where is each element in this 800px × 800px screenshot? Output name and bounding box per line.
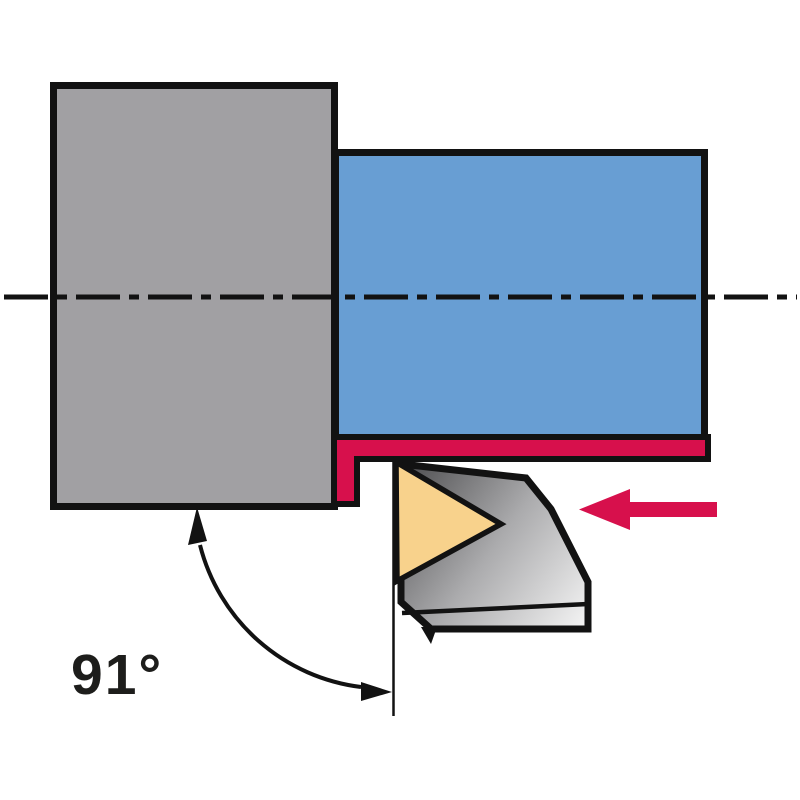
angle-label: 91°: [71, 643, 163, 707]
angle-arc: [198, 544, 362, 689]
holder-seam-line: [401, 601, 589, 616]
angle-arc-arrowhead-up-icon: [188, 507, 207, 545]
machined-layer: [331, 434, 711, 507]
angle-arc-arrowhead-right-icon: [361, 682, 392, 701]
cutting-insert: [393, 457, 507, 586]
feed-direction-arrow-icon: [579, 489, 717, 530]
tool-holder-corner-tab: [421, 627, 437, 644]
